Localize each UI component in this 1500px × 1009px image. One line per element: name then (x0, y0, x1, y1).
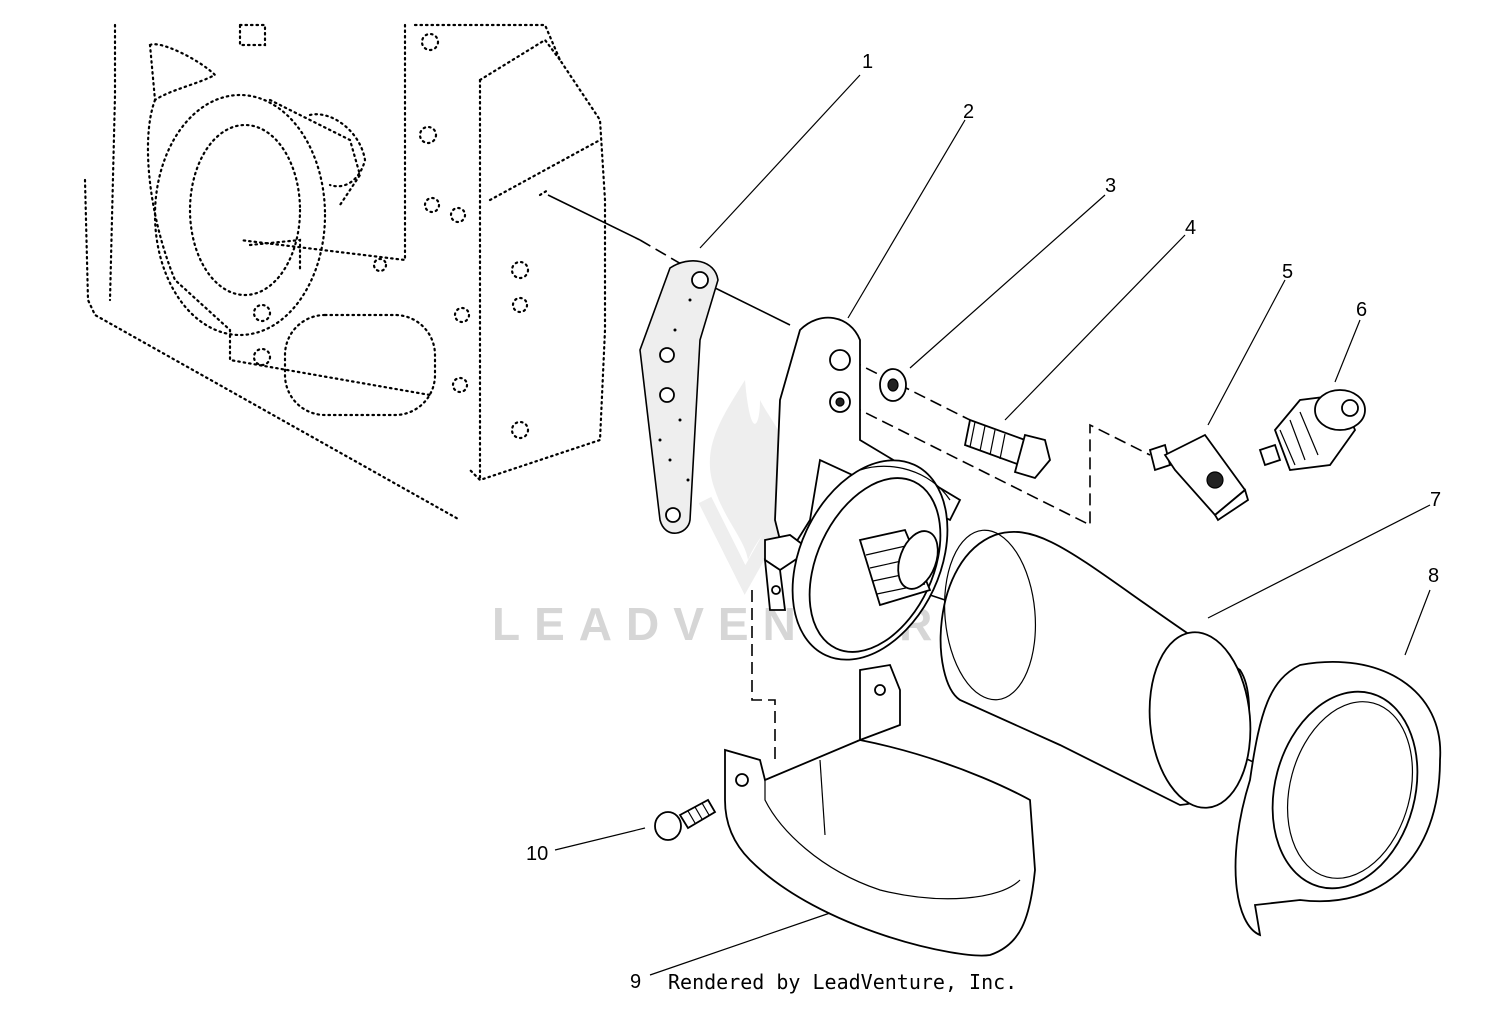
part-3-washer (879, 368, 907, 402)
part-7-filter-canister (939, 529, 1252, 809)
engine-block (83, 23, 607, 522)
callout-8: 8 (1428, 565, 1439, 587)
callout-labels: 1 2 3 4 5 6 7 8 9 10 (526, 51, 1441, 993)
callout-1: 1 (862, 51, 873, 73)
callout-5: 5 (1282, 261, 1293, 283)
callout-4: 4 (1185, 217, 1196, 239)
callout-7: 7 (1430, 489, 1441, 511)
leadventure-flame-logo-icon (698, 380, 797, 595)
part-8-gasket-ring (1234, 661, 1442, 937)
part-5-sensor-block (1148, 433, 1250, 522)
credit-text: Rendered by LeadVenture, Inc. (668, 970, 1018, 994)
center-threaded-stud (858, 528, 946, 607)
leader-lines (554, 74, 1431, 976)
part-4-hex-bolt (963, 418, 1051, 480)
part-6-pressure-switch (1258, 389, 1366, 471)
callout-10: 10 (526, 843, 548, 865)
callout-3: 3 (1105, 175, 1116, 197)
callout-9: 9 (630, 971, 641, 993)
callout-6: 6 (1356, 299, 1367, 321)
part-10-screw (654, 798, 717, 841)
callout-2: 2 (963, 101, 974, 123)
part-9-filter-shield (724, 663, 1036, 957)
part-1-bracket-plate (639, 260, 719, 534)
